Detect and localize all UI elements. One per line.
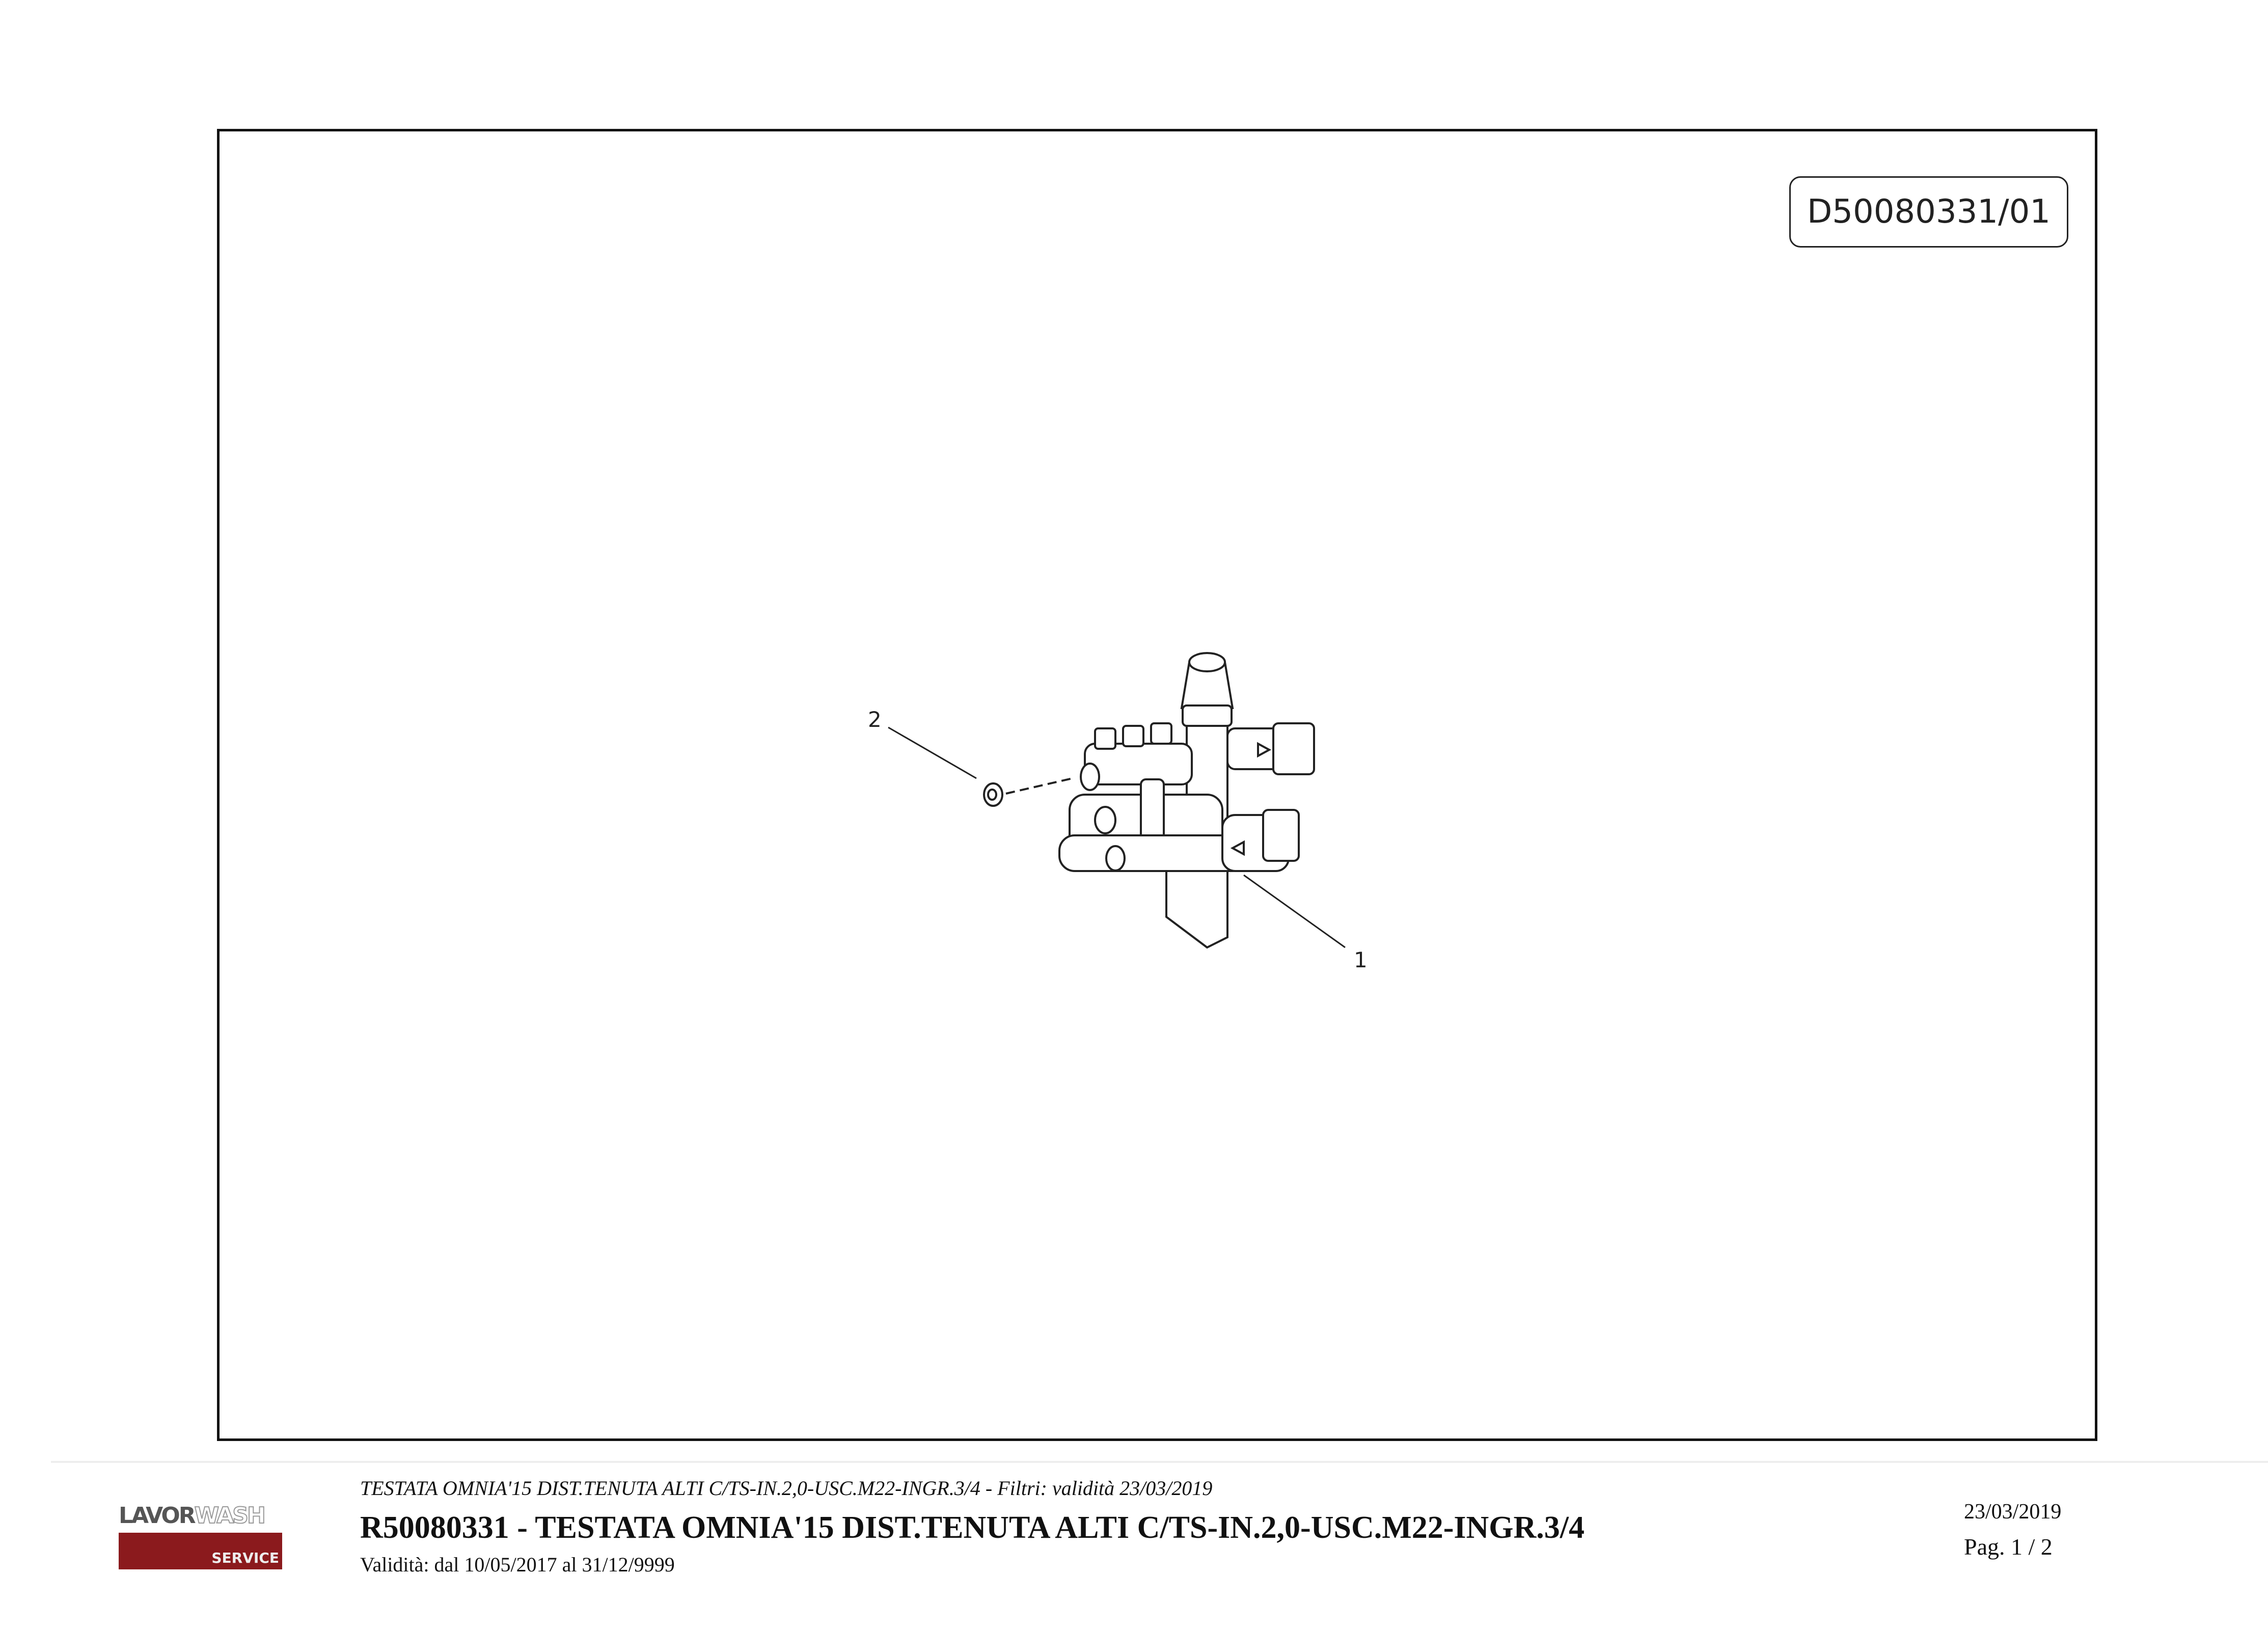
leader-line-1 xyxy=(1243,874,1346,948)
logo-service-bar: SERVICE xyxy=(119,1533,282,1569)
footer-validity: Validità: dal 10/05/2017 al 31/12/9999 xyxy=(360,1553,675,1576)
callout-1: 1 xyxy=(1354,947,1368,972)
drawing-frame xyxy=(217,129,2097,1441)
logo-brand-b: WASH xyxy=(194,1502,266,1529)
footer-subtitle: TESTATA OMNIA'15 DIST.TENUTA ALTI C/TS-I… xyxy=(360,1477,1213,1500)
footer-separator xyxy=(51,1461,2268,1463)
footer-date: 23/03/2019 xyxy=(1964,1500,2062,1524)
pump-head-assembly xyxy=(1058,652,1315,949)
logo-brand-a: LAVOR xyxy=(119,1503,196,1529)
callout-2: 2 xyxy=(868,707,882,732)
page-number: Pag. 1 / 2 xyxy=(1964,1534,2053,1560)
drawing-code: D50080331/01 xyxy=(1789,176,2068,248)
seal-ring-part xyxy=(983,777,1075,807)
leader-line-2 xyxy=(888,726,977,779)
footer-title: R50080331 - TESTATA OMNIA'15 DIST.TENUTA… xyxy=(360,1510,1585,1545)
